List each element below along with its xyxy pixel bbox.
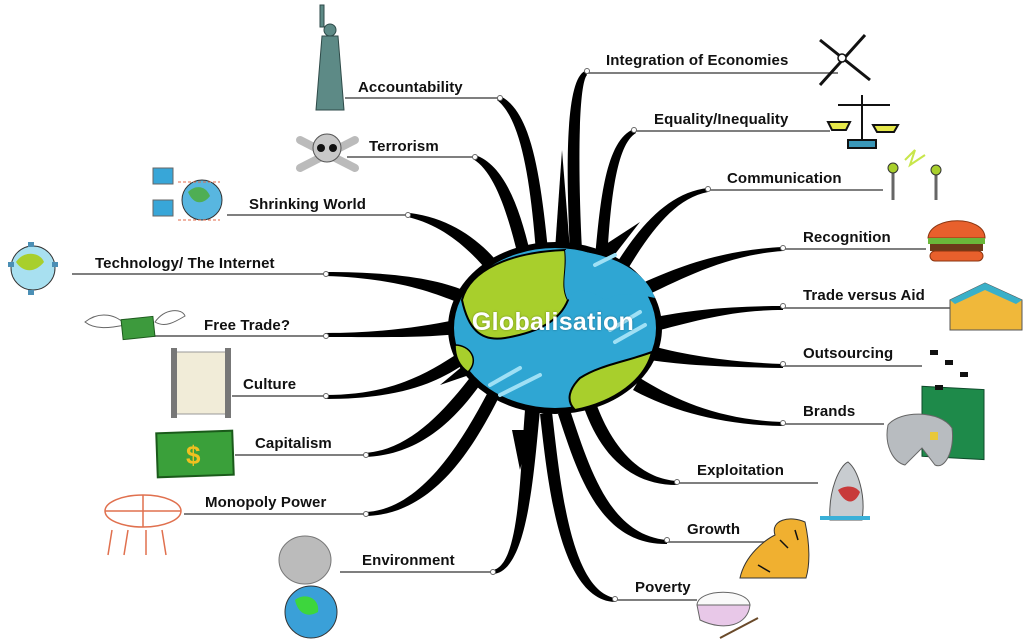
branch-communication [615, 188, 708, 272]
topic-exploitation: Exploitation [697, 462, 785, 479]
branch-integration [567, 71, 587, 252]
topic-terrorism: Terrorism [369, 138, 439, 155]
warehouse-icon [949, 282, 1023, 331]
rice-bowl-icon [696, 591, 759, 639]
branch-trade-aid [650, 306, 783, 332]
topic-monopoly-power: Monopoly Power [205, 494, 327, 511]
dollar-bill-icon: $ [155, 429, 235, 479]
svg-text:$: $ [186, 440, 201, 470]
topic-culture: Culture [243, 376, 297, 393]
branch-shrinking-world [408, 213, 500, 274]
topic-communication: Communication [727, 170, 842, 187]
flying-money-icon [84, 310, 186, 341]
branch-outsourcing [649, 346, 783, 368]
topic-integration-of-economies: Integration of Economies [606, 52, 789, 69]
branch-monopoly [365, 392, 499, 516]
polluted-earth-icon [278, 535, 338, 639]
branch-technology [325, 272, 468, 304]
branch-environment [493, 410, 540, 574]
topic-poverty: Poverty [635, 579, 691, 596]
connector-lines [72, 72, 950, 601]
branch-free-trade [325, 320, 458, 338]
branches [325, 71, 783, 602]
topic-free-trade: Free Trade? [204, 317, 291, 334]
hamburger-icon [927, 220, 986, 262]
skull-crossbones-icon [296, 133, 359, 172]
statue-of-liberty-icon [315, 4, 345, 111]
branch-exploitation [583, 400, 677, 485]
topic-trade-versus-aid: Trade versus Aid [803, 287, 925, 304]
topic-technology: Technology/ The Internet [95, 255, 275, 272]
branch-equality [595, 129, 636, 262]
shark-icon [820, 461, 870, 521]
branch-brands [633, 378, 783, 426]
branch-culture [325, 352, 467, 399]
balance-scale-icon [826, 95, 900, 149]
people-holding-globe-icon [104, 494, 182, 556]
earth-globe-icon [448, 242, 662, 414]
topic-environment: Environment [362, 552, 455, 569]
topic-recognition: Recognition [803, 229, 891, 246]
center-topic: Globalisation [471, 308, 635, 336]
branch-spike-top [555, 150, 570, 250]
compass-icon [818, 33, 871, 87]
branch-capitalism [365, 375, 482, 457]
topic-outsourcing: Outsourcing [803, 345, 894, 362]
branch-growth [558, 410, 667, 545]
connector-nodes [323, 68, 786, 602]
topic-brands: Brands [803, 403, 856, 420]
tiger-icon [739, 518, 810, 579]
branch-accountability [497, 96, 548, 252]
branch-recognition [638, 247, 783, 297]
topic-growth: Growth [687, 521, 741, 538]
internet-globe-icon [8, 242, 58, 295]
branch-terrorism [473, 155, 530, 256]
game-controller-icon [886, 413, 954, 467]
networked-computers-globe-icon [152, 167, 223, 221]
topic-capitalism: Capitalism [255, 435, 332, 452]
topic-shrinking-world: Shrinking World [249, 196, 367, 213]
radio-towers-icon [887, 149, 942, 200]
topic-accountability: Accountability [358, 79, 463, 96]
scroll-icon [171, 348, 231, 418]
topic-equality-inequality: Equality/Inequality [654, 111, 789, 128]
branch-poverty [540, 412, 615, 602]
